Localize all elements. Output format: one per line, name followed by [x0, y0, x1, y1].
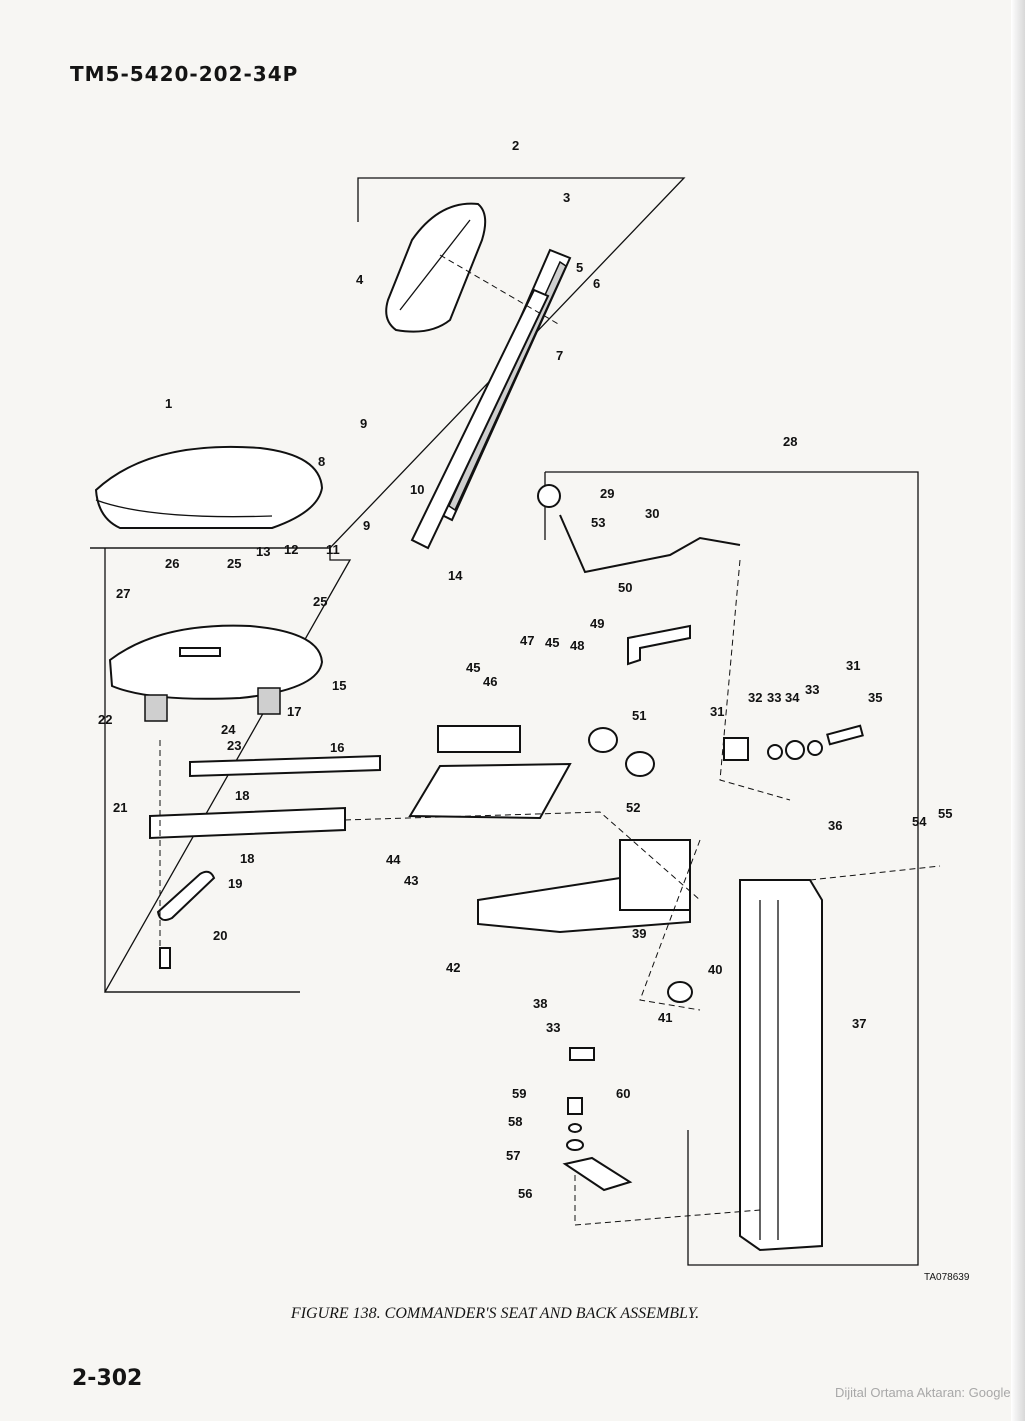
callout-52: 52: [626, 800, 640, 815]
callout-40: 40: [708, 962, 722, 977]
guide-bracket: [627, 624, 691, 666]
callout-43: 43: [404, 873, 418, 888]
callout-35: 35: [868, 690, 882, 705]
scan-edge: [1011, 0, 1025, 1421]
callout-17: 17: [287, 704, 301, 719]
seat-group-frame: [90, 547, 352, 993]
callout-33: 33: [546, 1020, 560, 1035]
callout-59: 59: [512, 1086, 526, 1101]
callout-54: 54: [912, 814, 927, 829]
rollers: [588, 727, 693, 1003]
callout-25: 25: [313, 594, 327, 609]
support-group-frame: [544, 471, 919, 1266]
callout-18: 18: [235, 788, 249, 803]
callout-9: 9: [363, 518, 370, 533]
callout-6: 6: [593, 276, 600, 291]
callout-38: 38: [533, 996, 547, 1011]
callout-39: 39: [632, 926, 646, 941]
figure-caption: FIGURE 138. COMMANDER'S SEAT AND BACK AS…: [290, 1305, 700, 1322]
callout-31: 31: [846, 658, 860, 673]
callout-11: 11: [326, 542, 340, 557]
callout-46: 46: [483, 674, 497, 689]
callout-18: 18: [240, 851, 254, 866]
callout-labels: 1234567899101112131415161718181920212223…: [98, 138, 952, 1201]
callout-22: 22: [98, 712, 112, 727]
callout-33: 33: [767, 690, 781, 705]
assembly-lines: [159, 254, 941, 1226]
seat-pan: [108, 624, 324, 722]
callout-13: 13: [256, 544, 270, 559]
callout-41: 41: [658, 1010, 672, 1025]
callout-26: 26: [165, 556, 179, 571]
callout-19: 19: [228, 876, 242, 891]
document-id: TM5-5420-202-34P: [70, 62, 299, 86]
callout-14: 14: [448, 568, 463, 583]
callout-31: 31: [710, 704, 724, 719]
release-lever: [156, 870, 216, 969]
callout-20: 20: [213, 928, 227, 943]
callout-51: 51: [632, 708, 646, 723]
backrest-frame: [410, 248, 572, 550]
callout-7: 7: [556, 348, 563, 363]
callout-56: 56: [518, 1186, 532, 1201]
hinge-assembly: [723, 724, 864, 761]
callout-36: 36: [828, 818, 842, 833]
pedestal-bracket: [477, 839, 691, 934]
callout-24: 24: [221, 722, 236, 737]
callout-55: 55: [938, 806, 952, 821]
lower-hardware: [562, 1047, 633, 1192]
callout-37: 37: [852, 1016, 866, 1031]
callout-60: 60: [616, 1086, 630, 1101]
callout-12: 12: [284, 542, 298, 557]
adjust-handle: [537, 484, 741, 574]
callout-10: 10: [410, 482, 424, 497]
callout-47: 47: [520, 633, 534, 648]
callout-30: 30: [645, 506, 659, 521]
callout-28: 28: [783, 434, 797, 449]
callout-5: 5: [576, 260, 583, 275]
callout-49: 49: [590, 616, 604, 631]
figure-reference-code: TA078639: [924, 1272, 970, 1283]
callout-34: 34: [785, 690, 800, 705]
callout-8: 8: [318, 454, 325, 469]
callout-1: 1: [165, 396, 172, 411]
callout-16: 16: [330, 740, 344, 755]
callout-32: 32: [748, 690, 762, 705]
callout-21: 21: [113, 800, 127, 815]
callout-25: 25: [227, 556, 241, 571]
callout-23: 23: [227, 738, 241, 753]
exploded-view-diagram: 1234567899101112131415161718181920212223…: [90, 138, 952, 1266]
callout-57: 57: [506, 1148, 520, 1163]
callout-15: 15: [332, 678, 346, 693]
callout-33: 33: [805, 682, 819, 697]
seat-cushion: [94, 445, 324, 529]
page-number: 2-302: [72, 1366, 143, 1391]
callout-53: 53: [591, 515, 605, 530]
callout-58: 58: [508, 1114, 522, 1129]
callout-48: 48: [570, 638, 584, 653]
callout-44: 44: [386, 852, 401, 867]
callout-45: 45: [545, 635, 559, 650]
callout-50: 50: [618, 580, 632, 595]
back-cushion: [385, 202, 487, 333]
callout-3: 3: [563, 190, 570, 205]
digitization-watermark: Dijital Ortama Aktaran: Google: [835, 1385, 1011, 1400]
seat-rails: [149, 754, 381, 840]
callout-27: 27: [116, 586, 130, 601]
column-tube: [739, 879, 823, 1252]
mounting-plate: [408, 725, 572, 820]
callout-2: 2: [512, 138, 519, 153]
callout-29: 29: [600, 486, 614, 501]
callout-42: 42: [446, 960, 460, 975]
callout-9: 9: [360, 416, 367, 431]
callout-45: 45: [466, 660, 480, 675]
callout-4: 4: [356, 272, 364, 287]
